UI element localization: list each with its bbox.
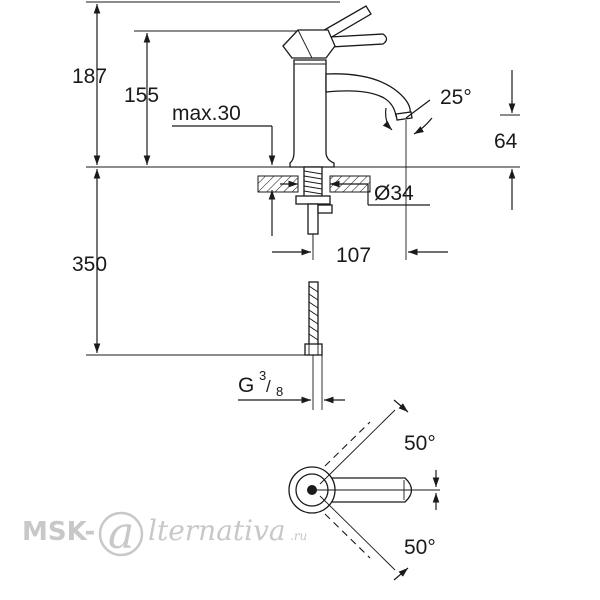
hose-nut [304,343,323,356]
angle-arc-right [413,117,433,135]
spout [325,73,411,117]
counter-mounting [257,166,371,250]
dimension-total-height: 187 [72,4,107,165]
top-view: 50° 50° [288,399,440,581]
dimension-hole-diameter: Ø34 [280,180,430,206]
label-187: 187 [72,65,107,88]
dimension-spout-drop: 64 [494,70,518,210]
fixing-nut [295,195,331,205]
label-64: 64 [494,130,518,153]
dimension-reach: 107 [272,244,448,267]
label-thread-denominator: 8 [276,384,283,399]
label-thread-g: G [238,374,254,397]
label-155: 155 [124,84,159,107]
watermark-brand-right: lternativa [148,514,286,547]
dimension-spout-height: 155 [124,33,159,165]
topview-ray-top [319,409,396,485]
label-50deg-top: 50° [404,432,436,455]
aerator [395,111,413,121]
topview-dashed-top [324,421,371,467]
mounting-stud [307,203,319,235]
dimension-max-counter: max.30 [172,102,276,236]
topview-dashed-bottom [324,513,371,559]
dimension-spout-angle: 25° [382,86,472,135]
stud-nut [317,204,333,214]
topview-arrow-top-outer [393,399,409,413]
label-107: 107 [336,244,371,267]
watermark: MSK- a lternativa .ru [22,508,307,559]
label-350: 350 [72,253,107,276]
label-thread-slash: / [266,377,271,396]
angle-arc-left [382,107,393,131]
dimension-hose-length: 350 [72,169,107,353]
dimension-thread: G 3 / 8 [238,368,345,404]
faucet-body [282,5,413,168]
topview-ray-bottom [319,495,396,571]
angle-ray [405,99,431,119]
label-thread-numerator: 3 [259,368,266,383]
hose-braid-lines [308,285,319,341]
watermark-brand-tld: .ru [290,529,307,543]
label-max30: max.30 [172,102,241,125]
label-d34: Ø34 [374,182,414,205]
cap-facet [297,29,313,59]
topview-arrow-bottom-outer [393,567,409,581]
shank-thread-lines [303,170,323,195]
label-50deg-bottom: 50° [404,536,436,559]
body-column [289,59,335,168]
watermark-at-ring [98,511,144,557]
label-25deg: 25° [440,86,472,109]
watermark-at-symbol: a [108,508,134,559]
flexible-hose [304,281,323,410]
cartridge-cap [282,29,336,59]
watermark-brand-left: MSK- [22,517,95,547]
